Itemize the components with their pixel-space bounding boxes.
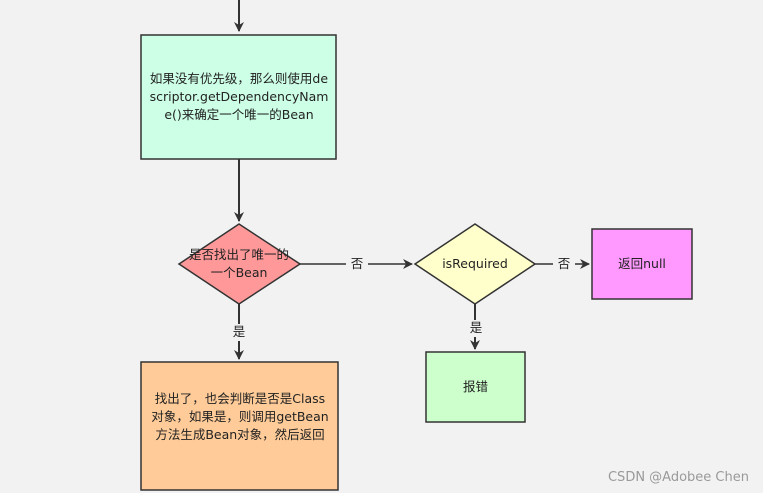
watermark: CSDN @Adobee Chen xyxy=(607,470,749,485)
edge-label-found-unique-no: 否 xyxy=(350,256,364,271)
node-found-unique-text: 是否找出了唯一的一个Bean xyxy=(188,247,289,280)
node-no-priority xyxy=(140,34,337,160)
node-no-priority-text: 如果没有优先级，那么则使用descriptor.getDependencyNam… xyxy=(149,71,329,122)
node-error xyxy=(425,351,526,423)
node-return-null xyxy=(591,228,693,300)
node-error-text: 报错 xyxy=(462,379,488,394)
edge-label-is-required-no: 否 xyxy=(557,256,571,271)
node-found-result xyxy=(140,361,339,491)
node-found-result-text: 找出了，也会判断是否是Class对象，如果是，则调用getBean方法生成Bea… xyxy=(151,391,329,442)
edge-label-found-unique-yes: 是 xyxy=(232,324,246,339)
node-return-null-text: 返回null xyxy=(618,256,666,271)
node-is-required-text: isRequired xyxy=(442,256,508,271)
node-is-required xyxy=(413,223,537,305)
node-found-unique xyxy=(177,223,302,305)
edge-label-is-required-yes: 是 xyxy=(469,320,483,335)
